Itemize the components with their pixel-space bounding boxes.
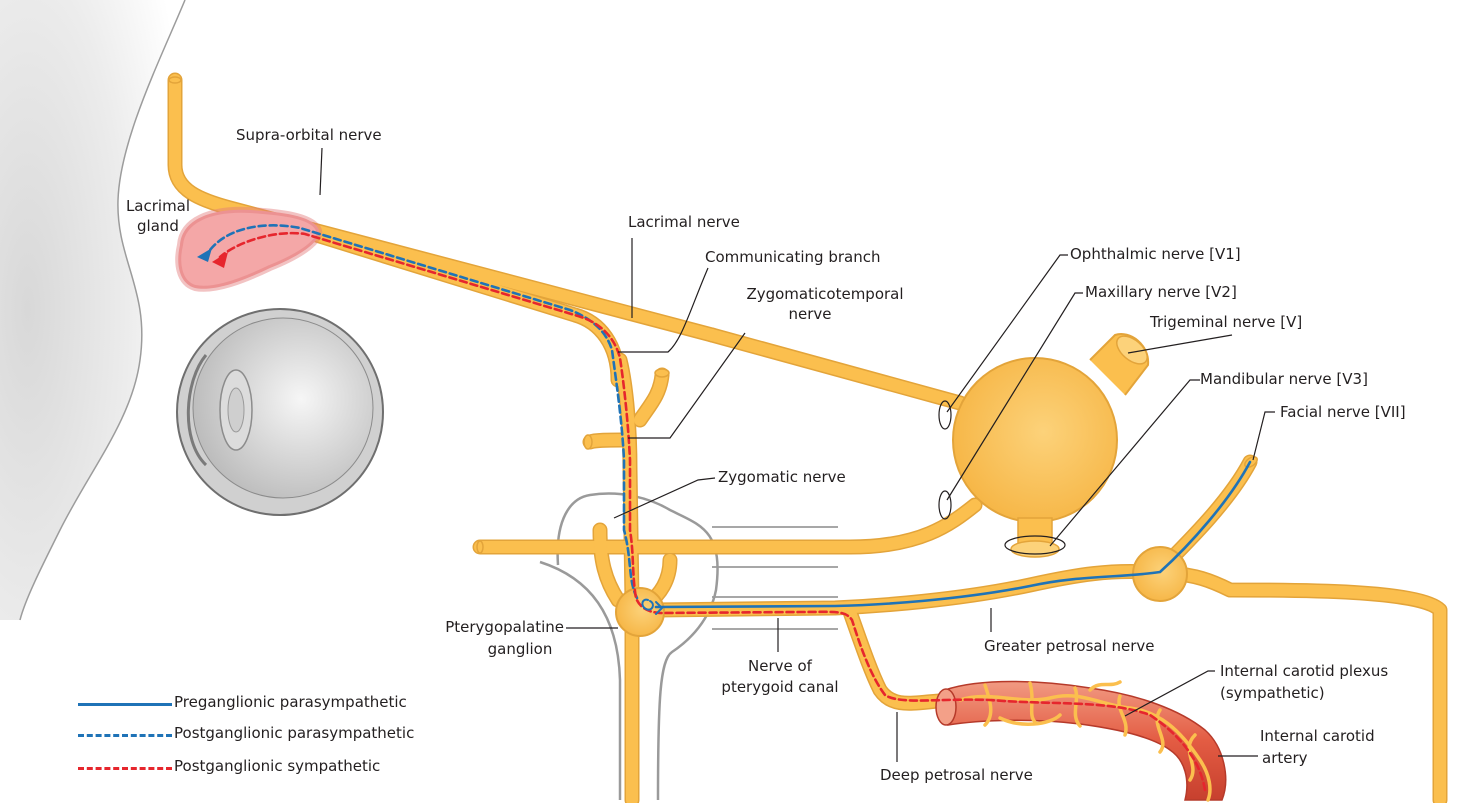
label-internal-carotid-plexus-line1: Internal carotid plexus xyxy=(1220,662,1388,681)
label-zygomatic-nerve: Zygomatic nerve xyxy=(718,468,846,487)
legend-swatch-dashed-blue xyxy=(78,734,172,737)
legend-label: Postganglionic parasympathetic xyxy=(174,724,414,742)
label-pterygopalatine-line2: ganglion xyxy=(470,640,570,659)
label-trigeminal-nerve: Trigeminal nerve [V] xyxy=(1150,313,1302,332)
trigeminal-ganglion xyxy=(939,331,1152,557)
label-supra-orbital-nerve: Supra-orbital nerve xyxy=(236,126,382,145)
label-internal-carotid-plexus-line2: (sympathetic) xyxy=(1220,684,1325,703)
lacrimal-gland xyxy=(178,210,319,289)
label-mandibular-nerve: Mandibular nerve [V3] xyxy=(1200,370,1368,389)
label-ophthalmic-nerve: Ophthalmic nerve [V1] xyxy=(1070,245,1241,264)
head-profile-shading xyxy=(0,0,185,620)
legend-label: Preganglionic parasympathetic xyxy=(174,693,407,711)
legend-label: Postganglionic sympathetic xyxy=(174,757,380,775)
label-lacrimal-gland-line2: gland xyxy=(118,217,198,236)
label-facial-nerve: Facial nerve [VII] xyxy=(1280,403,1406,422)
label-internal-carotid-artery-line1: Internal carotid xyxy=(1260,727,1375,746)
legend-swatch-solid-blue xyxy=(78,703,172,706)
label-lacrimal-gland-line1: Lacrimal xyxy=(118,197,198,216)
label-lacrimal-nerve: Lacrimal nerve xyxy=(628,213,740,232)
label-maxillary-nerve: Maxillary nerve [V2] xyxy=(1085,283,1237,302)
label-nerve-of-pterygoid-canal-line1: Nerve of xyxy=(705,657,855,676)
eyeball xyxy=(177,309,383,515)
label-internal-carotid-artery-line2: artery xyxy=(1262,749,1308,768)
label-nerve-of-pterygoid-canal-line2: pterygoid canal xyxy=(705,678,855,697)
label-pterygopalatine-line1: Pterygopalatine xyxy=(380,618,564,637)
label-zygomaticotemporal-line2: nerve xyxy=(720,305,900,324)
label-deep-petrosal-nerve: Deep petrosal nerve xyxy=(880,766,1033,785)
legend-swatch-dashed-red xyxy=(78,767,172,770)
label-greater-petrosal-nerve: Greater petrosal nerve xyxy=(984,637,1155,656)
label-communicating-branch: Communicating branch xyxy=(705,248,880,267)
label-zygomaticotemporal-line1: Zygomaticotemporal xyxy=(720,285,930,304)
